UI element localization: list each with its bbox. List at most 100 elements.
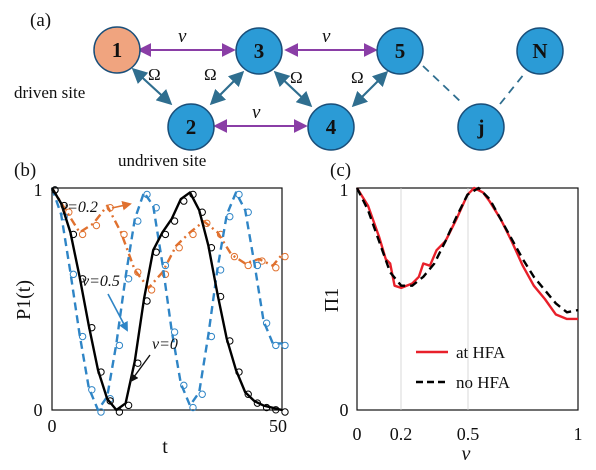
b-ytick-1: 1 [34, 180, 43, 200]
omega-coupling-4-5 [351, 70, 389, 108]
b-point-0-5-22 [253, 261, 262, 270]
b-point-0-5-15 [189, 403, 197, 412]
b-point-0-5-9 [134, 217, 142, 225]
b-point-0-2-9 [175, 244, 183, 252]
b-point-0-5-23 [262, 319, 271, 327]
c-series-no-hfa [355, 186, 579, 314]
c-xtick-02: 0.2 [390, 424, 413, 444]
c-xtick-05: 0.5 [457, 424, 480, 444]
b-point-0-2-16 [272, 264, 280, 272]
b-point-0-10 [143, 297, 151, 305]
legend-label-at-hfa: at HFA [456, 343, 506, 362]
b-point-0-6 [106, 397, 114, 405]
b-point-0-5-24 [272, 341, 280, 350]
b-point-0-2-14 [244, 261, 252, 270]
b-point-0-2-6 [134, 268, 142, 276]
node-5-label: 5 [395, 39, 406, 63]
b-series-0 [50, 187, 283, 412]
b-point-0-11 [152, 248, 160, 256]
node-N: N [516, 27, 564, 75]
omega-label-1-2: Ω [148, 65, 161, 84]
b-point-0-2-2 [78, 230, 87, 239]
node-1-label: 1 [112, 38, 123, 62]
node-2-label: 2 [186, 115, 197, 139]
b-point-0-24 [272, 406, 280, 414]
nu-label-3-5: ν [322, 26, 331, 47]
b-point-0-5-19 [226, 212, 234, 221]
b-point-0-5-12 [161, 261, 170, 270]
c-ylabel: Π1 [321, 288, 343, 312]
b-point-0-5-2 [69, 270, 78, 279]
b-point-0-20 [235, 368, 243, 376]
node-5: 5 [376, 27, 424, 75]
c-legend: at HFA no HFA [416, 343, 511, 392]
b-point-0-5-7 [115, 341, 124, 350]
b-point-0-5-13 [170, 328, 179, 336]
b-point-0-21 [244, 390, 252, 398]
b-point-0-4 [88, 323, 96, 332]
b-xtick-0: 0 [48, 416, 57, 436]
node-N-label: N [532, 39, 547, 63]
undriven-site-caption: undriven site [118, 151, 206, 170]
panel-b: (b) 1 0 0 50 t P1(t) ν=0.2 ν=0.5 ν=0 [13, 160, 289, 458]
c-xtick-1: 1 [574, 424, 583, 444]
b-point-0-2 [69, 230, 78, 239]
panel-a-tag: (a) [30, 10, 51, 31]
node-3: 3 [235, 27, 283, 75]
b-series-0-2 [50, 187, 283, 290]
b-point-0-15 [189, 190, 197, 199]
node-2: 2 [167, 103, 215, 151]
b-ylabel: P1(t) [13, 280, 35, 320]
b-point-0-5-21 [244, 208, 252, 216]
omega-coupling-2-3 [209, 70, 245, 106]
driven-site-caption: driven site [14, 83, 85, 102]
dash-j-N [499, 73, 525, 105]
b-point-0-5-3 [78, 332, 87, 341]
b-point-0-17 [207, 244, 216, 252]
b-point-0-25 [281, 408, 289, 416]
b-annotation-nu05: ν=0.5 [82, 273, 120, 290]
panel-c-tag: (c) [330, 160, 351, 181]
nu-label-2-4: ν [252, 102, 261, 123]
c-ytick-1: 1 [340, 180, 349, 200]
b-point-0-13 [170, 217, 179, 225]
b-annotation-nu02: ν=0.2 [60, 199, 98, 216]
b-xtick-50: 50 [269, 416, 287, 436]
b-point-0-0 [51, 186, 59, 194]
b-point-0-5-10 [143, 190, 151, 199]
b-point-0-7 [115, 408, 124, 416]
dash-5-j [422, 65, 463, 104]
b-point-0-5-20 [235, 190, 243, 199]
omega-coupling-3-4 [273, 70, 313, 108]
b-point-0-5-11 [152, 204, 160, 212]
omega-label-4-5: Ω [351, 68, 364, 87]
b-point-0-23 [262, 403, 271, 412]
b-point-0-5-8 [124, 275, 133, 283]
panel-c-marks [355, 186, 579, 321]
panel-b-tag: (b) [14, 160, 36, 181]
b-point-0-2-10 [189, 230, 197, 239]
b-point-0-2-7 [147, 286, 156, 294]
b-point-0-5-4 [88, 386, 96, 394]
b-point-0-22 [253, 399, 262, 407]
omega-coupling-1-2 [131, 67, 173, 106]
c-series-at-hfa [355, 186, 578, 321]
omega-label-3-4: Ω [290, 68, 303, 87]
b-arrow-nu0 [130, 354, 151, 383]
b-point-0-18 [216, 292, 225, 301]
c-xlabel: ν [462, 443, 471, 465]
b-point-0-5-16 [198, 390, 206, 398]
b-point-0-5-14 [180, 381, 188, 390]
panel-b-marks [50, 186, 289, 416]
b-point-0-5-18 [216, 266, 225, 274]
b-point-0-2-13 [230, 252, 239, 261]
b-point-0-9 [134, 359, 142, 367]
omega-label-2-3: Ω [204, 65, 217, 84]
b-point-0-5-25 [281, 341, 289, 350]
node-4-label: 4 [326, 115, 337, 139]
b-arrow-nu02 [111, 200, 132, 211]
b-xlabel: t [162, 436, 168, 458]
b-point-0-5-17 [207, 332, 216, 341]
b-point-0-2-5 [120, 230, 128, 239]
